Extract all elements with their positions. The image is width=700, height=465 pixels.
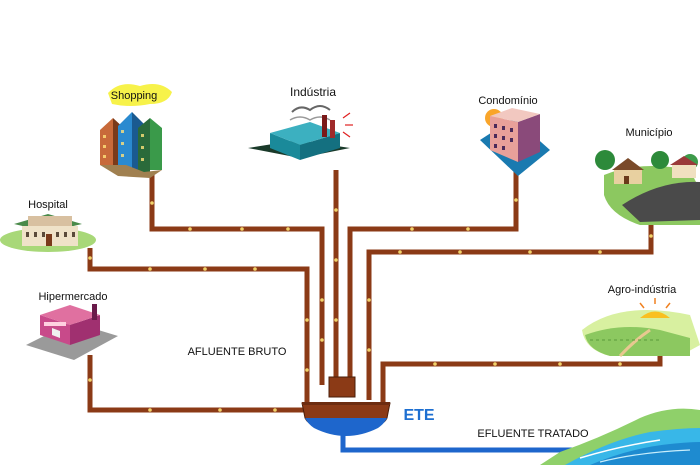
label-hipermercado: Hipermercado (38, 291, 107, 303)
pipe-joints (88, 198, 653, 412)
ete-treatment-plant (301, 376, 391, 436)
label-agroindustria: Agro-indústria (608, 284, 677, 296)
label-condominio: Condomínio (478, 95, 537, 107)
shopping-illustration (100, 84, 172, 178)
agroindustria-illustration (582, 298, 700, 358)
label-industria: Indústria (290, 85, 336, 99)
pipe-hipermercado (87, 355, 305, 413)
label-ete: ETE (403, 407, 434, 424)
river-illustration (540, 408, 700, 465)
industria-illustration (248, 105, 353, 160)
label-efluente-tratado: EFLUENTE TRATADO (477, 428, 589, 440)
condominio-illustration (480, 108, 550, 176)
municipio-illustration (595, 150, 700, 225)
pipe-condominio (347, 170, 519, 385)
pipe-agroindustria (380, 355, 663, 405)
hipermercado-illustration (26, 304, 118, 360)
treated-effluent-pipe (340, 430, 610, 453)
label-hospital: Hospital (28, 199, 68, 211)
pipe-municipio (366, 220, 654, 400)
hospital-illustration (0, 214, 96, 252)
label-municipio: Município (625, 127, 672, 139)
sewage-pipes (87, 170, 663, 413)
pipe-hospital (87, 248, 310, 410)
label-shopping: Shopping (111, 90, 158, 102)
label-afluente-bruto: AFLUENTE BRUTO (188, 346, 287, 358)
